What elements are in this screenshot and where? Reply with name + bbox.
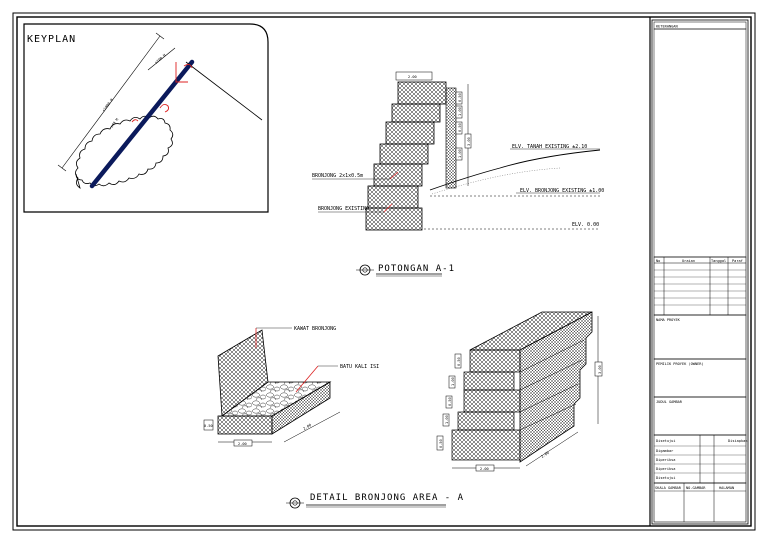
label-bronjong-existing: BRONJONG EXISTING [318,206,369,212]
detail-title-text: DETAIL BRONJONG AREA - A [310,493,464,503]
section-a1: 2.00 0.50 1.00 0.50 1.00 3.00 ELV. TANAH… [312,71,604,277]
keyplan-cloud [75,115,174,189]
keyplan-dim-side: ±40 M [110,117,120,129]
tb-halaman: HALAMAN [719,486,734,490]
rev-header-paraf: Paraf [732,259,743,263]
section-dim-top: 2.00 [408,75,417,79]
outer-border [12,12,756,531]
stack-dim-len: 2.00 [540,451,549,459]
label-batu: BATU KALI ISI [340,364,379,370]
title-block: KETERANGAN No Uraian Tanggal Paraf NAMA … [651,19,749,525]
detail-mattress: 0.50 2.00 2.00 KAWAT BRONJONG BATU KALI … [203,326,379,447]
tb-skala: SKALA GAMBAR [655,486,682,490]
stack-dim-s4: 1.00 [445,415,449,424]
tb-row-3: Diperiksa [656,467,675,471]
label-elv-bronjong: ELV. BRONJONG EXISTING ±1.00 [520,188,604,194]
tb-row-1: Digambar [656,449,674,453]
stack-dim-w: 2.00 [480,467,489,471]
keyplan-road [89,59,195,189]
tb-role-left: Disetujui [656,439,675,443]
rev-header-no: No [656,259,660,263]
keyplan: KEYPLAN ±1000 M ±200 M ±40 M [23,23,269,213]
tb-row-2: Diperiksa [656,458,675,462]
stack-dim-s1: 0.50 [457,357,461,366]
label-elv-tanah: ELV. TANAH EXISTING ±2.10 [512,144,587,150]
tb-keterangan: KETERANGAN [656,25,678,29]
detail-stack: 0.50 1.00 0.50 1.00 0.50 2.00 2.00 3.00 [436,311,603,472]
keyplan-title: KEYPLAN [27,34,76,45]
keyplan-dim-long: ±1000 M [102,97,115,112]
rev-header-tanggal: Tanggal [711,259,726,263]
stack-dim-s5: 0.50 [439,439,443,448]
label-kawat: KAWAT BRONJONG [294,326,336,332]
label-elv-zero: ELV. 0.00 [572,222,599,228]
tb-row-4: Disetujui [656,476,675,480]
mattress-dim-h: 0.50 [204,424,213,428]
section-dim-total: 3.00 [467,137,471,146]
stack-dim-s2: 1.00 [451,377,455,386]
inner-border [16,16,752,527]
ground-line [429,149,601,191]
tb-no-gambar: NO.GAMBAR [686,486,706,490]
tb-judul: JUDUL GAMBAR [656,400,683,404]
section-dim-r4: 1.00 [458,149,462,158]
mattress-dim-len: 2.00 [303,423,312,431]
mattress-dim-w: 2.00 [238,442,247,446]
stack-dim-h: 3.00 [598,365,602,374]
label-bronjong-new: BRONJONG 2x1x0.5m [312,173,363,179]
tb-pemilik: PEMILIK PROYEK (OWNER) [656,362,704,366]
section-dim-r1: 0.50 [458,93,462,102]
detail-title: DETAIL BRONJONG AREA - A [286,493,464,509]
section-dim-r3: 0.50 [458,123,462,132]
keyplan-dim-short: ±200 M [154,53,167,65]
section-dim-r2: 1.00 [458,107,462,116]
stack-dim-s3: 0.50 [448,397,452,406]
tb-nama-proyek: NAMA PROYEK [656,318,681,322]
section-title: POTONGAN A-1 [378,264,455,274]
rev-header-uraian: Uraian [682,259,695,263]
revision-table: No Uraian Tanggal Paraf [653,256,747,316]
tb-role-right: Disiapkan [728,439,747,443]
